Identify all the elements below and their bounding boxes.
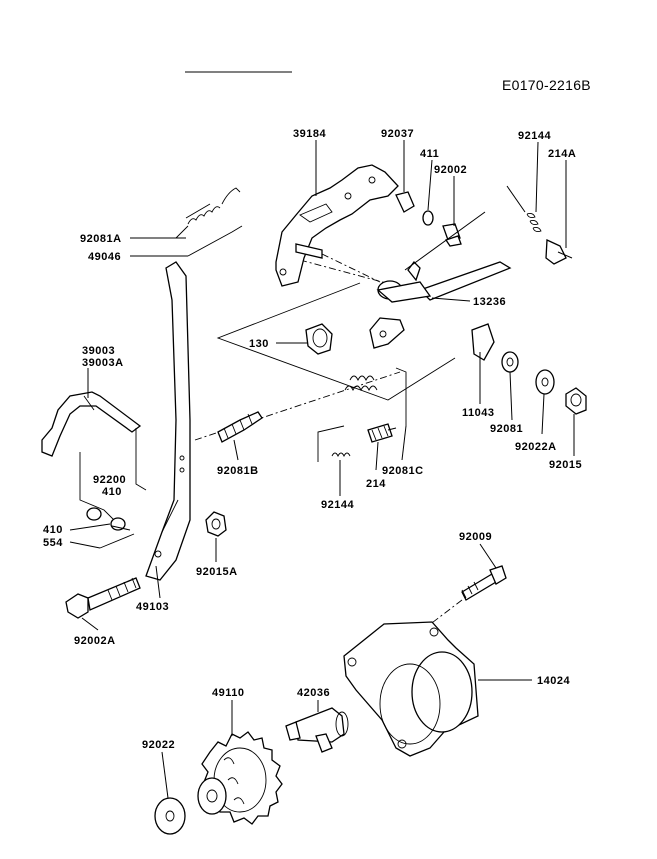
- nut-92015A: [205, 511, 227, 537]
- label-42036: 42036: [297, 687, 330, 699]
- label-11043: 11043: [462, 407, 494, 419]
- label-92015: 92015: [549, 459, 582, 471]
- label-92002A: 92002A: [74, 635, 116, 647]
- part-labels: 39184 92037 411 92002 92144 214A 92081A …: [43, 128, 582, 751]
- spring-92081C: [344, 375, 378, 392]
- leader-lines: [69, 140, 575, 799]
- washer-411: [422, 210, 434, 226]
- bolt-92002A: [65, 577, 141, 619]
- washer-92022A: [535, 369, 555, 395]
- bracket-lines-2: [395, 367, 407, 426]
- bolt-92009: [419, 565, 507, 633]
- label-411: 411: [420, 148, 439, 160]
- label-92022: 92022: [142, 739, 175, 751]
- bolt-92002: [442, 223, 462, 247]
- label-13236: 13236: [473, 296, 506, 308]
- bolt-214: [367, 423, 397, 443]
- starter-housing: [343, 621, 479, 757]
- label-410-a: 410: [102, 486, 122, 498]
- label-92009: 92009: [459, 531, 492, 543]
- label-92037: 92037: [381, 128, 414, 140]
- nut-92015: [565, 387, 587, 415]
- pin-554: [99, 533, 135, 549]
- control-lever: [145, 261, 191, 581]
- gear-49110: [197, 731, 283, 825]
- governor-shaft: [295, 243, 381, 283]
- label-39003: 39003: [82, 345, 115, 357]
- clip: [395, 191, 415, 213]
- nut-130: [305, 323, 333, 355]
- center-line: [299, 259, 421, 293]
- plate-11043: [471, 323, 495, 361]
- label-410-b: 410: [43, 524, 63, 536]
- label-92081A: 92081A: [80, 233, 122, 245]
- label-49046: 49046: [88, 251, 121, 263]
- label-214A: 214A: [548, 148, 576, 160]
- label-92081B: 92081B: [217, 465, 259, 477]
- label-554: 554: [43, 537, 63, 549]
- diagram-code: E0170-2216B: [502, 77, 591, 93]
- rod-39003: [41, 391, 147, 525]
- governor-arm: [369, 211, 512, 349]
- assembly-frame: [216, 282, 456, 401]
- label-214: 214: [366, 478, 386, 490]
- label-92081: 92081: [490, 423, 523, 435]
- governor-bracket: [275, 164, 399, 287]
- starter-pin-42036: [285, 707, 349, 753]
- label-49103: 49103: [136, 601, 169, 613]
- label-92015A: 92015A: [196, 566, 238, 578]
- spring-92144-bottom: [331, 452, 351, 458]
- spring-92081B: [217, 411, 263, 443]
- spring-92081A: [175, 187, 241, 239]
- label-92022A: 92022A: [515, 441, 557, 453]
- label-39184: 39184: [293, 128, 326, 140]
- label-92144-bottom: 92144: [321, 499, 354, 511]
- label-39003A: 39003A: [82, 357, 124, 369]
- washer-92022: [154, 797, 186, 835]
- label-130: 130: [249, 338, 269, 350]
- label-92002: 92002: [434, 164, 467, 176]
- spring-92144-top: [506, 185, 542, 233]
- washer-410-a: [86, 507, 102, 521]
- label-92144-top: 92144: [518, 130, 551, 142]
- bracket-lines: [317, 425, 345, 462]
- label-49110: 49110: [212, 687, 244, 699]
- label-14024: 14024: [537, 675, 570, 687]
- link-rod-49046: [187, 225, 243, 257]
- washer-92081: [501, 351, 519, 373]
- label-92200: 92200: [93, 474, 126, 486]
- bolt-214A: [545, 239, 573, 265]
- label-92081C: 92081C: [382, 465, 424, 477]
